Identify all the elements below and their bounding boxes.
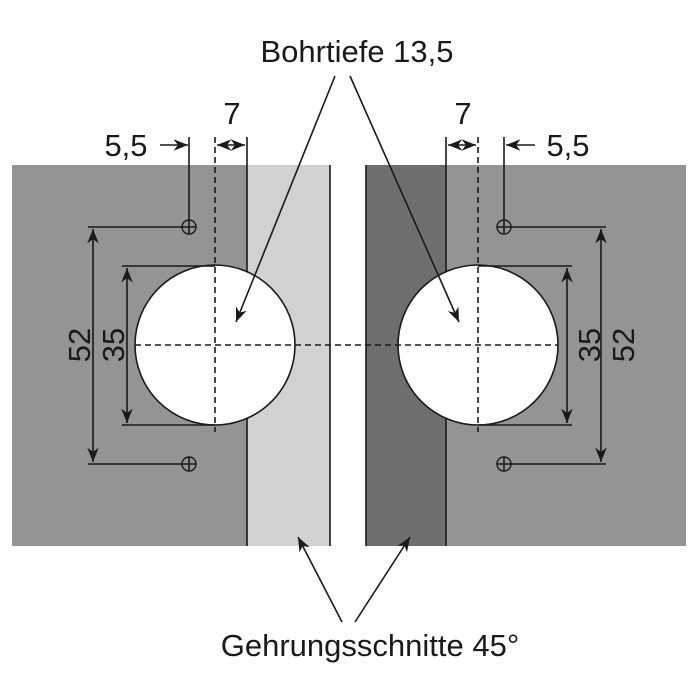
drill-depth-label: Bohrtiefe 13,5 — [260, 34, 453, 69]
left-center-offset-label: 7 — [223, 96, 240, 131]
right-screw-spacing-label: 52 — [606, 328, 641, 362]
screw-hole-icon — [496, 456, 512, 472]
left-cup-diameter-label: 35 — [96, 328, 131, 362]
screw-hole-icon — [496, 219, 512, 235]
right-center-offset-label: 7 — [454, 96, 471, 131]
screw-hole-icon — [181, 456, 197, 472]
screw-hole-icon — [181, 219, 197, 235]
right-edge-offset-label: 5,5 — [546, 128, 589, 163]
left-screw-spacing-label: 52 — [62, 328, 97, 362]
miter-cuts-label: Gehrungsschnitte 45° — [221, 628, 519, 663]
right-cup-diameter-label: 35 — [572, 328, 607, 362]
left-edge-offset-label: 5,5 — [104, 128, 147, 163]
